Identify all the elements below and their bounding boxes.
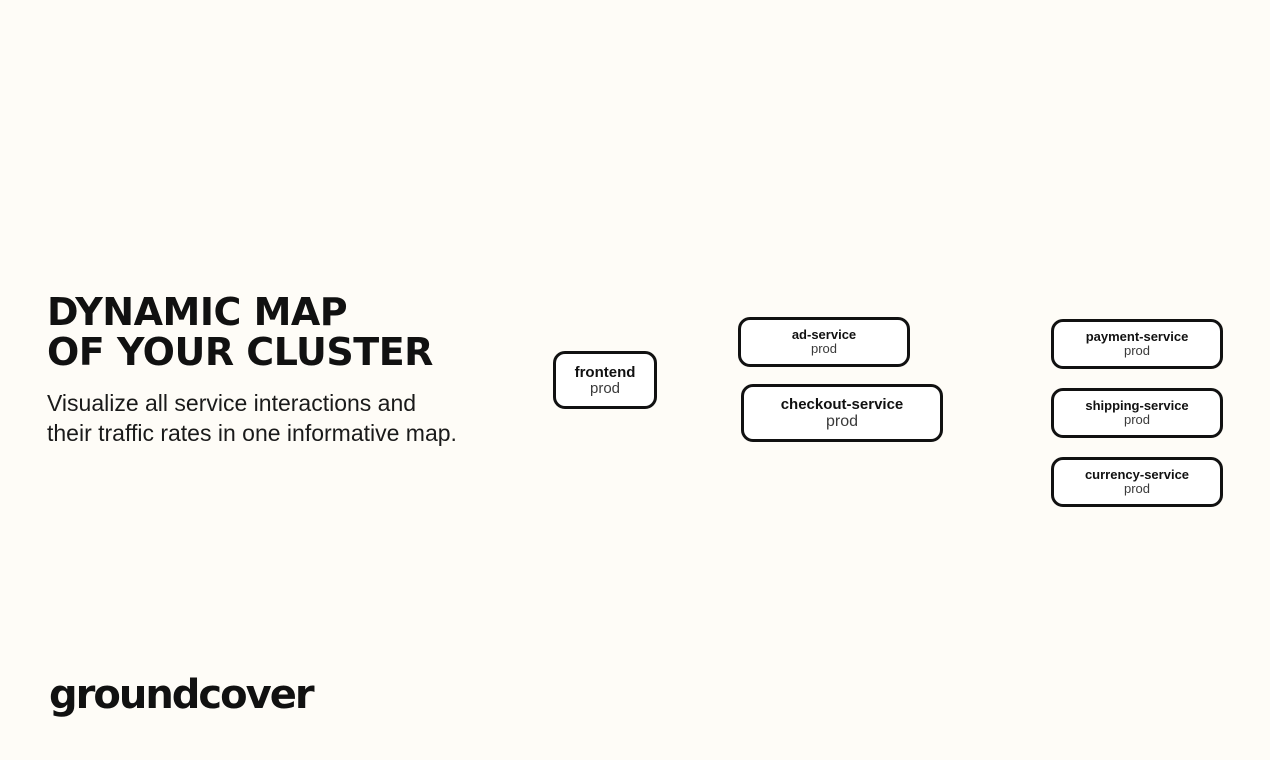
headline-line-1: DYNAMIC MAP bbox=[47, 290, 348, 334]
service-node-env: prod bbox=[825, 413, 859, 430]
service-node-name: payment-service bbox=[1085, 329, 1189, 344]
headline-line-2: OF YOUR CLUSTER bbox=[47, 330, 433, 374]
service-node-env: prod bbox=[589, 379, 621, 397]
service-node-env: prod bbox=[1123, 343, 1151, 358]
brand-logo: groundcover bbox=[49, 672, 315, 718]
subheadline: Visualize all service interactions and t… bbox=[47, 388, 517, 448]
subheadline-line-1: Visualize all service interactions and bbox=[47, 390, 417, 416]
subheadline-line-2: their traffic rates in one informative m… bbox=[47, 420, 457, 446]
service-node-shipping-service[interactable]: shipping-service prod bbox=[1051, 388, 1223, 438]
service-node-env: prod bbox=[1123, 412, 1151, 427]
service-node-env: prod bbox=[1123, 481, 1151, 496]
service-node-ad-service[interactable]: ad-service prod bbox=[738, 317, 910, 367]
service-node-checkout-service[interactable]: checkout-service prod bbox=[741, 384, 943, 442]
headline: DYNAMIC MAP OF YOUR CLUSTER bbox=[47, 292, 517, 372]
service-node-payment-service[interactable]: payment-service prod bbox=[1051, 319, 1223, 369]
service-node-name: frontend bbox=[574, 363, 636, 381]
service-node-env: prod bbox=[810, 341, 838, 356]
service-node-name: ad-service bbox=[791, 327, 857, 342]
service-node-name: shipping-service bbox=[1085, 398, 1189, 413]
hero-section: DYNAMIC MAP OF YOUR CLUSTER Visualize al… bbox=[47, 292, 517, 448]
service-node-name: checkout-service bbox=[780, 396, 904, 413]
service-node-frontend[interactable]: frontend prod bbox=[553, 351, 657, 409]
service-node-name: currency-service bbox=[1084, 467, 1190, 482]
service-node-currency-service[interactable]: currency-service prod bbox=[1051, 457, 1223, 507]
